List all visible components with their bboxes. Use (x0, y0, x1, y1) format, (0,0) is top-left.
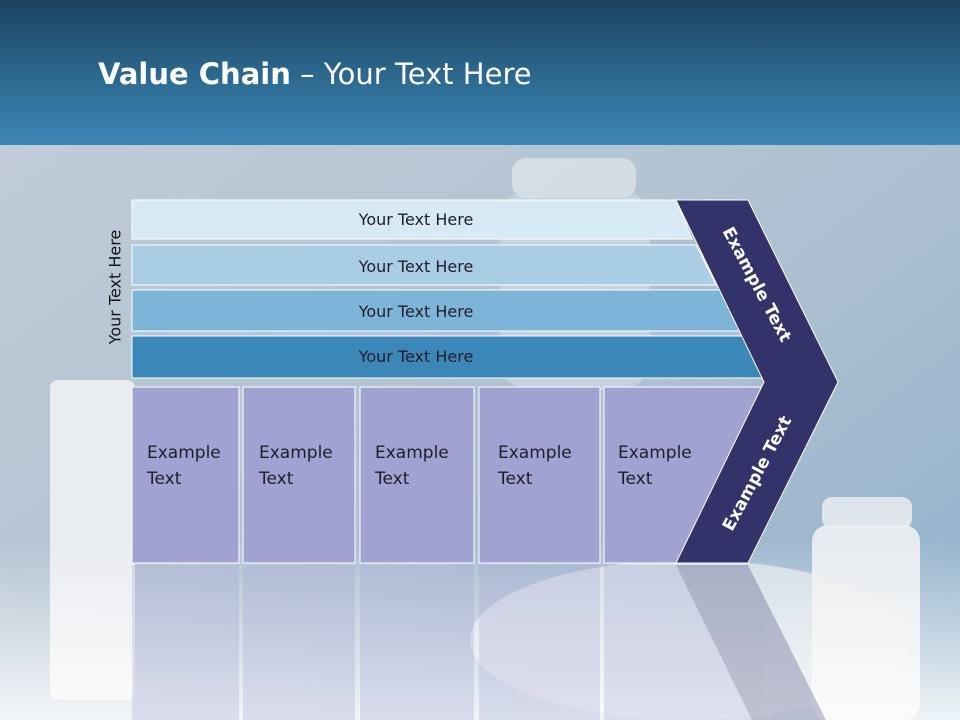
column-5-line2: Text (618, 469, 653, 489)
title-bar (0, 0, 960, 145)
bar-label-4: Your Text Here (358, 347, 474, 366)
column-reflection-2 (243, 565, 355, 720)
bar-label-2: Your Text Here (358, 257, 474, 276)
bar-2 (131, 244, 717, 286)
diagram-reflection (132, 565, 826, 720)
column-3-line1: Example (375, 443, 449, 463)
chevron-arrow (675, 199, 839, 564)
column-3 (359, 386, 475, 564)
vertical-side-label: Your Text Here (105, 229, 125, 345)
column-1-line1: Example (147, 443, 221, 463)
bar-label-3: Your Text Here (358, 302, 474, 321)
title-rest: – Your Text Here (290, 57, 532, 91)
column-1 (131, 386, 240, 564)
column-2 (242, 386, 356, 564)
bar-label-1: Your Text Here (358, 210, 474, 229)
column-2-line2: Text (259, 469, 294, 489)
slide-title: Value Chain – Your Text Here (98, 54, 532, 94)
column-4-line1: Example (498, 443, 572, 463)
column-5-line1: Example (618, 443, 692, 463)
column-2-line1: Example (259, 443, 333, 463)
column-3-line2: Text (375, 469, 410, 489)
column-1-line2: Text (147, 469, 182, 489)
chevron-reflection (676, 565, 826, 720)
column-4 (478, 386, 601, 564)
column-reflection-3 (360, 565, 474, 720)
bar-1 (131, 199, 693, 240)
column-reflection-1 (132, 565, 239, 720)
column-reflection-5 (604, 565, 752, 720)
column-reflection-4 (479, 565, 600, 720)
title-bold: Value Chain (98, 57, 291, 91)
column-4-line2: Text (498, 469, 533, 489)
